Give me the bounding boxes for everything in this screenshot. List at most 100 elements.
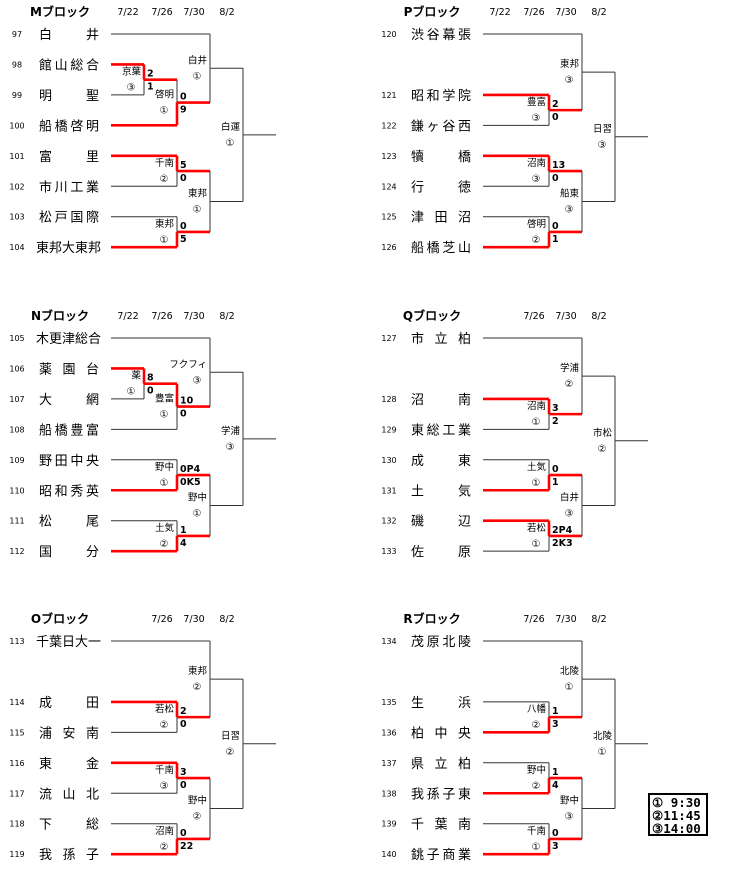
match-time-slot: ① [565,682,574,693]
match-venue: 野中 [527,764,546,776]
team-number: 108 [9,425,24,434]
block-title: Qブロック [403,308,461,323]
team-name: 佐原 [411,545,471,560]
team-number: 116 [9,759,24,768]
match-time-slot: ② [598,444,607,455]
team-number: 112 [9,547,24,556]
legend-slot-3: ③14:00 [652,821,701,836]
match-time-slot: ③ [193,375,202,386]
match-time-slot: ① [160,235,169,246]
score-bottom: 1 [147,82,154,93]
match-time-slot: ② [160,174,169,185]
match-venue: 若松 [527,522,547,534]
team-number: 128 [381,395,396,404]
score-top: 0 [180,221,187,232]
match-venue: 船東 [560,187,580,199]
match-venue: 豊富 [527,96,546,108]
round-date: 7/30 [555,7,576,18]
match-time-slot: ③ [565,75,574,86]
round-date: 7/30 [183,311,204,322]
score-top: 3 [180,767,187,778]
block-title: Nブロック [31,308,89,323]
match-venue: 日習 [221,731,240,742]
match-time-slot: ① [193,508,202,519]
team-name: 国分 [39,545,99,560]
team-number: 121 [381,91,396,100]
score-bottom: 2 [552,416,559,427]
score-bottom: 4 [180,538,187,549]
team-name: 薬園台 [39,362,99,377]
match-venue: 千南 [155,764,174,776]
score-top: 0 [180,92,187,103]
score-bottom: 3 [552,841,559,852]
round-date: 8/2 [591,614,606,625]
match-time-slot: ① [532,539,541,550]
score-bottom: 0 [180,409,187,420]
score-bottom: 0 [180,719,187,730]
team-name: 渋谷幕張 [411,28,471,43]
match-time-slot: ② [565,379,574,390]
team-number: 131 [381,486,396,495]
match-time-slot: ① [193,204,202,215]
match-venue: フクフィ [169,359,207,370]
team-name: 船橋豊富 [39,422,99,438]
team-number: 109 [9,456,24,465]
score-top: 8 [147,373,154,384]
round-date: 7/26 [523,311,544,322]
score-top: 5 [180,160,187,171]
team-number: 140 [381,850,396,859]
round-date: 8/2 [219,614,234,625]
match-time-slot: ③ [598,140,607,151]
match-time-slot: ② [532,720,541,731]
team-name: 白井 [39,27,99,43]
match-time-slot: ① [598,747,607,758]
match-venue: 野中 [155,461,174,473]
round-date: 7/26 [523,7,544,18]
score-bottom: 2K3 [552,538,573,549]
round-date: 8/2 [219,7,234,18]
team-name: 大網 [39,393,99,408]
team-name: 県立柏 [411,757,471,772]
match-venue: 啓明 [155,89,174,101]
match-time-slot: ① [532,842,541,853]
team-name: 柏中央 [411,726,471,741]
team-name: 木更津総合 [36,332,101,347]
match-venue: 白井 [188,54,207,66]
match-time-slot: ② [193,811,202,822]
match-venue: 学浦 [560,362,580,374]
match-venue: 北陵 [593,731,613,742]
team-name: 行徳 [411,180,471,195]
team-name: 銚子商業 [411,847,471,863]
score-top: 0 [180,828,187,839]
team-name: 東邦大東邦 [36,240,101,256]
match-venue: 薬 [131,370,141,382]
team-number: 133 [381,547,396,556]
round-date: 7/30 [555,311,576,322]
round-date: 7/22 [117,311,138,322]
block-title: Rブロック [403,611,460,626]
team-number: 118 [9,820,24,829]
match-venue: 東邦 [155,218,175,230]
match-venue: 八幡 [527,703,547,715]
legend-slot-2: ②11:45 [652,808,701,823]
team-number: 120 [381,30,396,39]
team-number: 126 [381,243,396,252]
team-number: 129 [381,425,396,434]
team-number: 97 [12,30,22,39]
match-time-slot: ③ [565,508,574,519]
match-venue: 白運 [221,121,241,133]
team-number: 134 [381,637,396,646]
team-name: 沼南 [411,392,471,408]
team-number: 113 [9,637,24,646]
round-date: 8/2 [219,311,234,322]
round-date: 7/26 [523,614,544,625]
round-date: 7/30 [555,614,576,625]
match-time-slot: ② [532,781,541,792]
team-name: 市川工業 [39,179,99,195]
match-venue: 野中 [188,794,207,806]
match-venue: 東邦 [188,665,208,677]
team-name: 松戸国際 [39,211,99,226]
team-number: 111 [9,517,24,526]
score-bottom: 4 [552,780,559,791]
